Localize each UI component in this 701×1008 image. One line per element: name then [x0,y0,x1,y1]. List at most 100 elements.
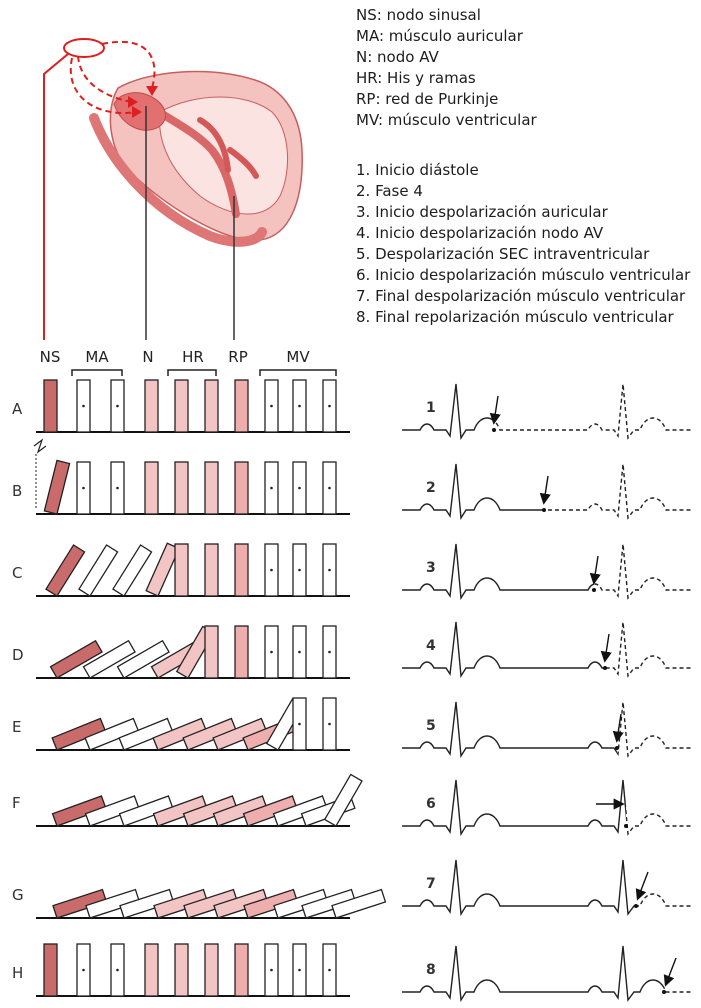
ecg-trace-solid [402,946,692,1000]
row-label-a: A [12,400,23,418]
domino-dot [116,487,119,490]
domino-rp [235,626,248,678]
domino-hr-1 [175,380,188,432]
col-label-ns: NS [40,348,61,366]
domino-rp [235,462,248,514]
domino-hr-1 [175,944,188,996]
row-label-g: G [12,886,24,904]
domino-hr-1 [175,462,188,514]
domino-row-a: A [12,380,350,432]
phase-1: 1. Inicio diástole [356,161,479,179]
ecg-pointer-arrow [594,556,598,582]
domino-dot [328,569,331,572]
domino-dot [328,723,331,726]
phase-3: 3. Inicio despolarización auricular [356,203,609,221]
domino-hr-2 [205,544,218,596]
ecg-strip-number: 3 [426,560,436,576]
ecg-marker-dot [634,904,638,908]
ecg-pointer-arrow [638,872,648,898]
col-label-hr: HR [182,348,204,366]
domino-ns [44,944,57,996]
phase-8: 8. Final repolarización músculo ventricu… [356,308,675,326]
ecg-marker-dot [603,666,607,670]
domino-dot [328,651,331,654]
domino-row-b: B [12,460,350,514]
domino-hr-2 [205,380,218,432]
domino-row-f: F [12,774,362,826]
ecg-trace-solid [402,384,692,438]
abbrev-n: N: nodo AV [356,48,439,66]
sinus-vibration-marks [34,440,46,510]
row-label-e: E [12,718,21,736]
legend-text: NS: nodo sinusal MA: músculo auricular N… [356,6,691,326]
phase-6: 6. Inicio despolarización músculo ventri… [356,266,691,284]
ecg-strip-8: 8 [402,946,692,1000]
ecg-trace-solid [402,544,692,598]
ecg-strip-1: 1 [402,384,692,438]
domino-hr-2 [205,626,218,678]
ecg-strip-5: 5 [402,702,692,756]
domino-rp [235,544,248,596]
domino-dot [82,969,85,972]
ecg-marker-dot [624,824,628,828]
abbrev-rp: RP: red de Purkinje [356,90,498,108]
domino-dot [298,969,301,972]
ecg-trace-solid [402,702,692,756]
bracket-mv [260,370,336,376]
domino-dot [328,969,331,972]
ecg-pointer-arrow [605,634,609,660]
domino-hr-2 [205,944,218,996]
row-label-f: F [12,794,21,812]
domino-dot [328,405,331,408]
ecg-strip-2: 2 [402,464,692,518]
domino-row-c: C [12,543,350,596]
phase-4: 4. Inicio despolarización nodo AV [356,224,604,242]
abbrev-hr: HR: His y ramas [356,69,476,87]
abbrev-ns: NS: nodo sinusal [356,6,481,24]
ecg-trace-solid [402,464,692,518]
ecg-marker-dot [662,990,666,994]
phase-5: 5. Despolarización SEC intraventricular [356,245,650,263]
domino-dot [298,723,301,726]
ecg-strip-6: 6 [402,780,692,834]
domino-dot [328,487,331,490]
domino-row-h: H [12,944,350,996]
ecg-strip-7: 7 [402,860,692,914]
domino-n [145,462,158,514]
domino-row-g: G [12,886,385,918]
ecg-strip-number: 7 [426,876,436,892]
ecg-trace-solid [402,860,692,914]
row-label-h: H [12,964,23,982]
domino-dot [270,405,273,408]
ecg-strip-number: 1 [426,400,436,416]
ecg-strip-4: 4 [402,622,692,676]
domino-row-e: E [12,698,350,750]
domino-mv-3 [325,774,362,826]
col-label-mv: MV [286,348,310,366]
domino-rp [235,944,248,996]
domino-dot [270,569,273,572]
domino-hr-2 [205,462,218,514]
domino-dot [298,651,301,654]
ecg-strip-number: 5 [426,718,436,734]
domino-dot [270,969,273,972]
ecg-strip-number: 6 [426,796,436,812]
abbrev-mv: MV: músculo ventricular [356,111,538,129]
bracket-ma [72,370,122,376]
domino-dot [116,405,119,408]
domino-ns [44,460,69,514]
ecg-strip-number: 8 [426,962,436,978]
bracket-hr [168,370,216,376]
domino-dot [82,487,85,490]
ecg-marker-dot [592,588,596,592]
domino-ns [44,380,57,432]
ecg-marker-dot [542,508,546,512]
domino-dot [270,651,273,654]
ecg-strip-3: 3 [402,544,692,598]
domino-rows: ABCDEFGH [12,380,385,996]
domino-n [145,944,158,996]
domino-dot [298,405,301,408]
domino-n [145,380,158,432]
domino-dot [82,405,85,408]
